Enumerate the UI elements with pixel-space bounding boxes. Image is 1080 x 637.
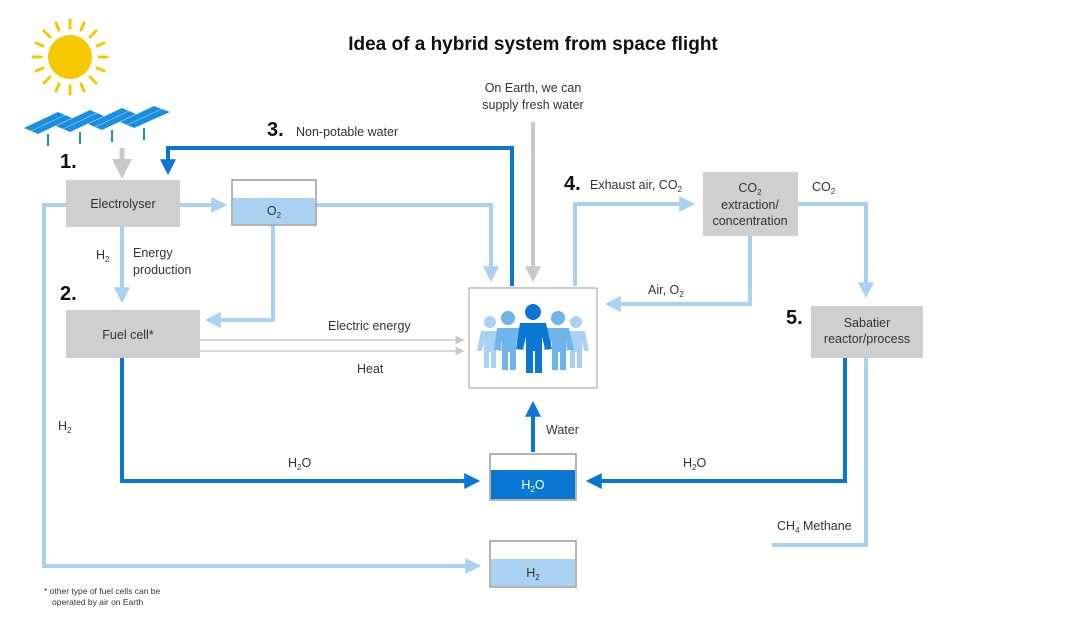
sabatier-line2: reactor/process: [824, 332, 910, 346]
non-potable-water-arrow: [160, 146, 514, 286]
energy-label-line1: Energy: [133, 246, 173, 260]
co2-extraction-box: CO2 extraction/ concentration: [703, 172, 798, 236]
methane-sub: 4: [795, 526, 800, 535]
svg-text:H2O: H2O: [683, 456, 706, 472]
exhaust-air-sub: 2: [678, 185, 683, 194]
methane-tail: Methane: [800, 519, 852, 533]
h2-main: H: [526, 566, 535, 580]
h2-left-sub: 2: [67, 426, 72, 435]
co2-extraction-line2: extraction/: [721, 198, 779, 212]
electrolyser-label: Electrolyser: [90, 197, 155, 211]
o2-main: O: [267, 204, 277, 218]
h2o-main: H: [521, 478, 530, 492]
h2o-tail: O: [535, 478, 545, 492]
exhaust-air-label: Exhaust air, CO: [590, 178, 678, 192]
step-5-label: 5.: [786, 307, 803, 329]
energy-label-line2: production: [133, 263, 191, 277]
step-2-label: 2.: [60, 283, 77, 305]
h2o-left-tail: O: [301, 456, 311, 470]
svg-text:H2: H2: [58, 419, 72, 435]
co2-out-sub: 2: [831, 187, 836, 196]
h2o-sub: 2: [530, 485, 535, 494]
svg-text:CH4 Methane: CH4 Methane: [777, 519, 852, 535]
air-o2-label: Air, O: [648, 283, 680, 297]
svg-text:Air, O2: Air, O2: [648, 283, 684, 299]
electrolyser-box: Electrolyser: [66, 180, 180, 227]
h2-label: H: [96, 248, 105, 262]
step-1-label: 1.: [60, 151, 77, 173]
step-3-label: 3.: [267, 119, 284, 141]
electrolyser-to-h2-tank-arrow: [42, 203, 482, 574]
diagram-title: Idea of a hybrid system from space fligh…: [348, 34, 718, 55]
co2-to-sabatier-arrow: [798, 202, 874, 299]
fuel-cell-label: Fuel cell*: [102, 328, 154, 342]
air-o2-sub: 2: [679, 290, 684, 299]
o2-to-crew-arrow: [316, 203, 499, 283]
sabatier-to-water-arrow: [585, 358, 847, 489]
h2o-right-sub: 2: [692, 463, 697, 472]
h2o-right-main: H: [683, 456, 692, 470]
crew-box: [468, 287, 598, 389]
h2o-left-sub: 2: [297, 463, 302, 472]
o2-tank: O2: [231, 179, 317, 226]
solar-panels-icon: [24, 106, 170, 146]
crew-people-icon: [477, 304, 589, 373]
sabatier-box: Sabatier reactor/process: [811, 306, 923, 358]
methane-output-line: [772, 358, 868, 547]
h2-sub: 2: [535, 573, 540, 582]
svg-text:Exhaust air, CO2: Exhaust air, CO2: [590, 178, 683, 194]
o2-sub: 2: [277, 211, 282, 220]
footnote-line2: operated by air on Earth: [52, 597, 143, 607]
exhaust-air-arrow: [573, 196, 696, 286]
h2o-right-tail: O: [696, 456, 706, 470]
co2-extraction-line3: concentration: [712, 214, 787, 228]
footnote-line1: * other type of fuel cells can be: [44, 586, 161, 596]
svg-text:H2O: H2O: [288, 456, 311, 472]
step-4-label: 4.: [564, 173, 581, 195]
h2-left-label: H: [58, 419, 67, 433]
svg-text:H2O: H2O: [521, 478, 544, 494]
sabatier-line1: Sabatier: [844, 316, 891, 330]
h2o-tank: H2O: [489, 453, 577, 501]
h2-label-sub: 2: [105, 255, 110, 264]
fresh-water-label-line2: supply fresh water: [482, 98, 583, 112]
water-label: Water: [546, 423, 579, 437]
svg-text:CO2: CO2: [738, 181, 762, 197]
o2-to-fuelcell-arrow: [204, 225, 275, 328]
non-potable-water-label: Non-potable water: [296, 125, 398, 139]
h2o-left-main: H: [288, 456, 297, 470]
co2-sub: 2: [757, 188, 762, 197]
electric-energy-label: Electric energy: [328, 319, 411, 333]
methane-main: CH: [777, 519, 795, 533]
svg-text:O2: O2: [267, 204, 282, 220]
svg-text:CO2: CO2: [812, 180, 836, 196]
h2-tank: H2: [489, 540, 577, 588]
fresh-water-label-line1: On Earth, we can: [485, 81, 582, 95]
sun-icon: [31, 18, 109, 96]
fuel-cell-box: Fuel cell*: [66, 310, 200, 358]
co2-out-label: CO: [812, 180, 831, 194]
air-o2-return-arrow: [604, 236, 752, 312]
svg-text:H2: H2: [96, 248, 110, 264]
svg-text:H2: H2: [526, 566, 540, 582]
fuelcell-to-water-arrow: [120, 358, 481, 489]
heat-label: Heat: [357, 362, 384, 376]
co2-main: CO: [738, 181, 757, 195]
